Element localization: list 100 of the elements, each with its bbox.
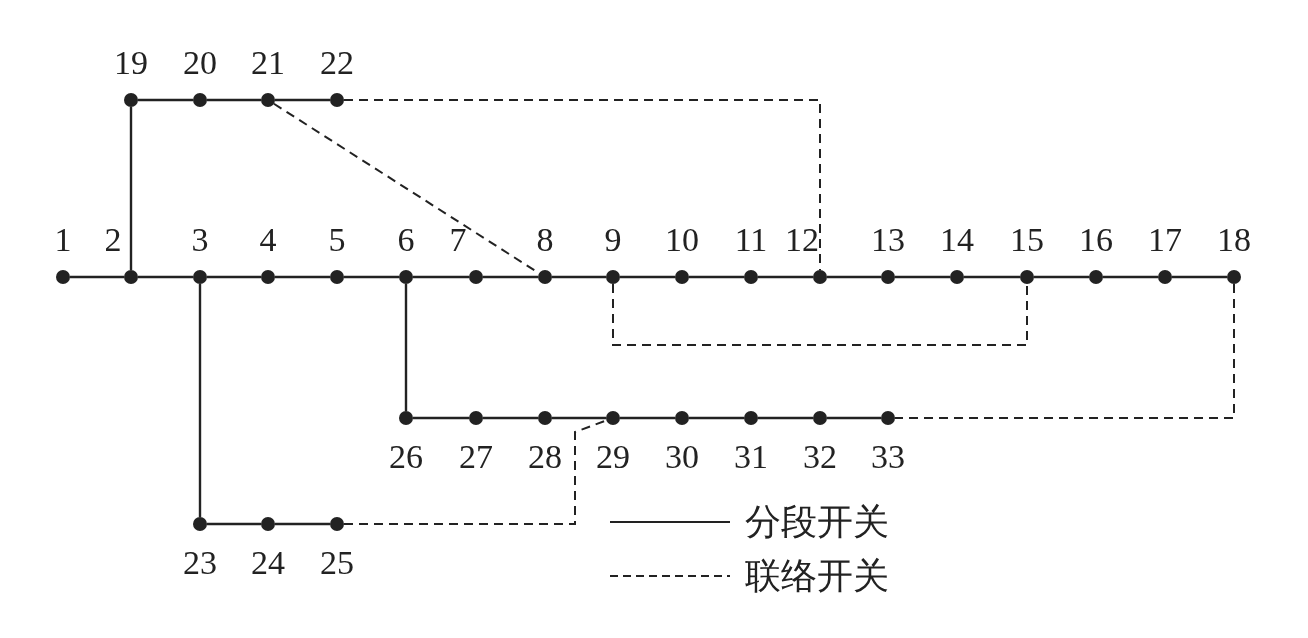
bus-number: 27 <box>459 440 493 474</box>
line <box>413 275 469 279</box>
line <box>198 284 202 517</box>
bus-number: 28 <box>528 440 562 474</box>
bus-number: 24 <box>251 546 285 580</box>
line <box>689 275 744 279</box>
line <box>620 275 675 279</box>
bus-number: 5 <box>328 223 346 257</box>
bus-dot <box>193 517 207 531</box>
bus-dot <box>1089 270 1103 284</box>
line <box>1172 275 1227 279</box>
bus-number: 6 <box>397 223 415 257</box>
line <box>129 107 133 270</box>
bus-number: 29 <box>596 440 630 474</box>
bus-dot <box>1158 270 1172 284</box>
line <box>413 416 469 420</box>
line <box>138 275 193 279</box>
bus-number: 31 <box>734 440 768 474</box>
bus-dot <box>606 411 620 425</box>
line <box>827 275 881 279</box>
bus-number: 9 <box>604 223 622 257</box>
line <box>964 275 1020 279</box>
bus-dot <box>813 270 827 284</box>
dashed-line <box>894 283 1235 419</box>
line <box>1103 275 1158 279</box>
bus-dot <box>469 270 483 284</box>
bus-number: 17 <box>1148 223 1182 257</box>
bus-number: 33 <box>871 440 905 474</box>
bus-dot <box>399 411 413 425</box>
bus-number: 3 <box>191 223 209 257</box>
line <box>552 275 606 279</box>
bus-dot <box>675 270 689 284</box>
bus-dot <box>330 270 344 284</box>
bus-number: 10 <box>665 223 699 257</box>
line <box>689 416 744 420</box>
bus-number: 21 <box>251 46 285 80</box>
dashed-line <box>343 99 821 271</box>
bus-dot <box>538 270 552 284</box>
line <box>70 275 124 279</box>
line <box>552 416 606 420</box>
bus-number: 19 <box>114 46 148 80</box>
bus-dot <box>330 93 344 107</box>
line <box>620 416 675 420</box>
bus-dot <box>675 411 689 425</box>
bus-dot <box>606 270 620 284</box>
bus-number: 16 <box>1079 223 1113 257</box>
bus-number: 25 <box>320 546 354 580</box>
bus-dot <box>1227 270 1241 284</box>
bus-dot <box>261 517 275 531</box>
bus-number: 20 <box>183 46 217 80</box>
line <box>275 275 330 279</box>
bus-dot <box>744 270 758 284</box>
bus-number: 13 <box>871 223 905 257</box>
bus-dot <box>330 517 344 531</box>
line <box>758 275 813 279</box>
bus-number: 2 <box>104 223 122 257</box>
line <box>827 416 881 420</box>
bus-number: 23 <box>183 546 217 580</box>
line <box>758 416 813 420</box>
bus-number: 11 <box>734 223 768 257</box>
bus-dot <box>744 411 758 425</box>
bus-number: 4 <box>259 223 277 257</box>
bus-dot <box>1020 270 1034 284</box>
bus-dot <box>261 93 275 107</box>
bus-dot <box>124 270 138 284</box>
line <box>275 522 330 526</box>
line <box>483 416 538 420</box>
bus-dot <box>124 93 138 107</box>
bus-dot <box>469 411 483 425</box>
bus-dot <box>881 411 895 425</box>
line <box>138 98 193 102</box>
line <box>207 98 261 102</box>
line <box>275 98 330 102</box>
dashed-line <box>612 283 1028 346</box>
bus-dot <box>399 270 413 284</box>
legend-text: 联络开关 <box>745 556 889 596</box>
bus-dot <box>813 411 827 425</box>
bus-number: 15 <box>1010 223 1044 257</box>
bus-number: 7 <box>449 223 467 257</box>
bus-dot <box>881 270 895 284</box>
line <box>483 275 538 279</box>
line <box>207 522 261 526</box>
bus-number: 12 <box>785 223 819 257</box>
bus-dot <box>261 270 275 284</box>
bus-number: 1 <box>54 223 72 257</box>
bus-dot <box>950 270 964 284</box>
line <box>207 275 261 279</box>
bus-dot <box>193 270 207 284</box>
line <box>344 275 399 279</box>
bus-dot <box>538 411 552 425</box>
bus-number: 22 <box>320 46 354 80</box>
bus-number: 8 <box>536 223 554 257</box>
bus-dot <box>193 93 207 107</box>
legend-text: 分段开关 <box>745 502 889 542</box>
bus-number: 26 <box>389 440 423 474</box>
bus-number: 32 <box>803 440 837 474</box>
bus-dot <box>56 270 70 284</box>
bus-number: 18 <box>1217 223 1251 257</box>
bus-number: 14 <box>940 223 974 257</box>
bus-number: 30 <box>665 440 699 474</box>
